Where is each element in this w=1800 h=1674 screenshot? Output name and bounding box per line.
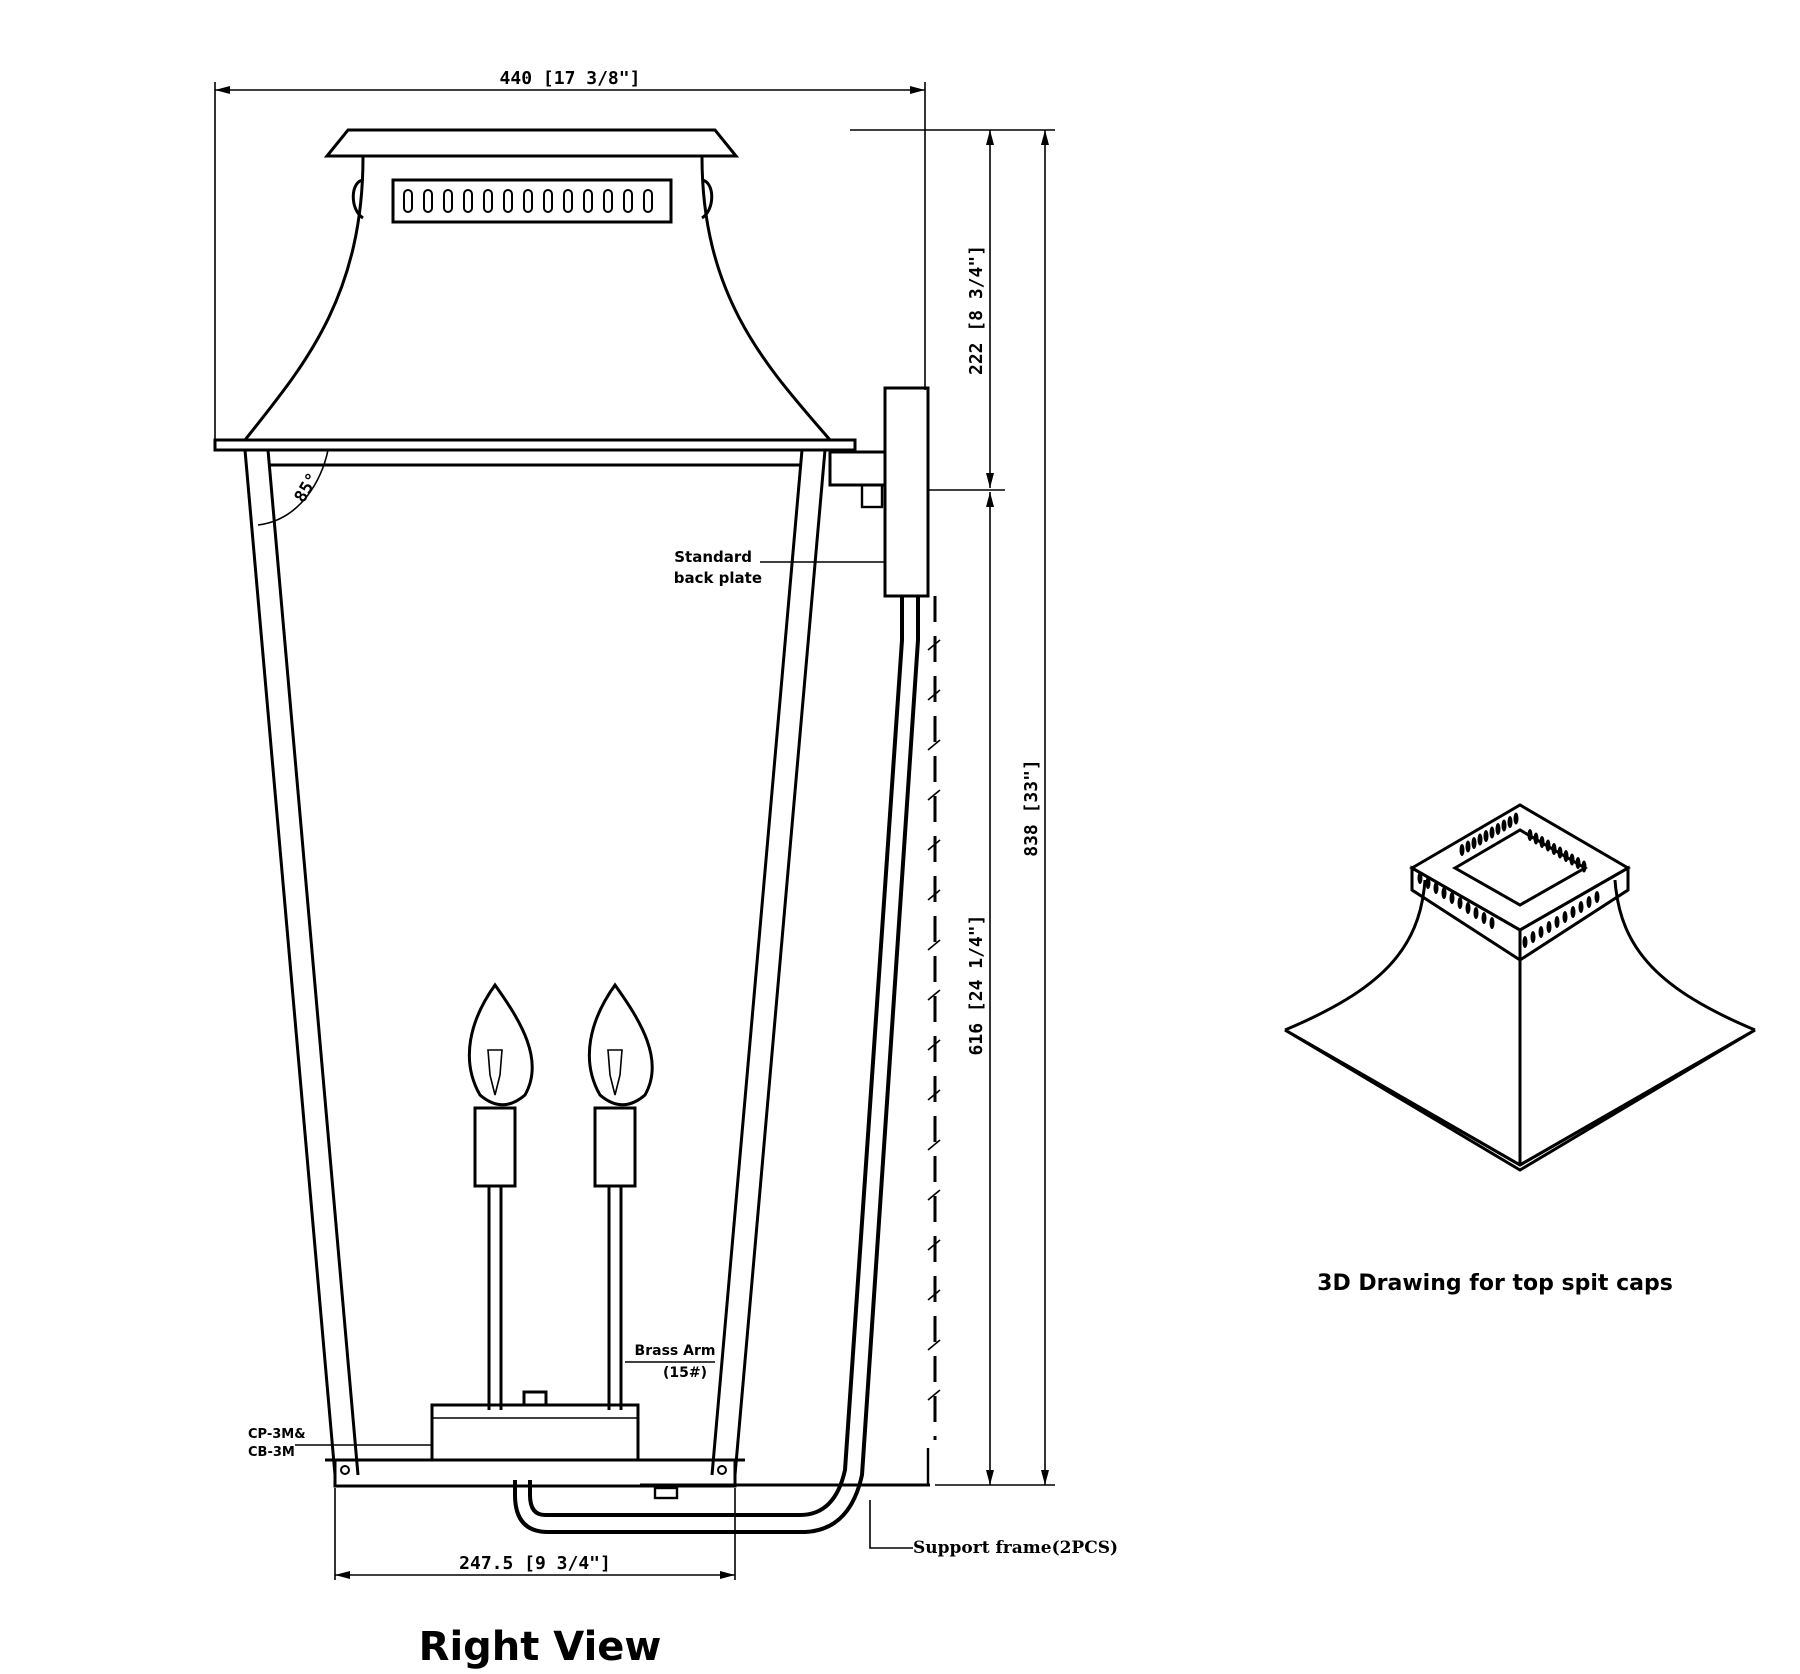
cap-slot [1507, 816, 1513, 828]
callout-cup-line2: CB-3M [248, 1445, 295, 1460]
cap-slot [1527, 829, 1533, 841]
vent-slot [543, 189, 553, 213]
lantern-body: 85° [243, 449, 827, 1488]
overall-width-dimension: 440 [17 3/8"] [214, 68, 926, 445]
callout-back-plate: Standard back plate [674, 548, 885, 587]
cap-slot [1538, 926, 1544, 938]
cap-slot [1594, 891, 1600, 903]
vent-slot [583, 189, 593, 213]
cap-slot [1562, 911, 1568, 923]
base-width-dimension: 247.5 [9 3/4"] [334, 1488, 736, 1580]
candle-cup-base [430, 1390, 640, 1462]
lantern-top-cap [213, 128, 857, 452]
cap-slot [1533, 832, 1539, 845]
cap-slot [1569, 853, 1575, 866]
angle-label: 85° [291, 470, 324, 507]
overall-width-label: 440 [17 3/8"] [500, 68, 641, 89]
cap-slot [1513, 812, 1519, 825]
callout-support-frame-label: Support frame(2PCS) [913, 1538, 1118, 1558]
support-frame [513, 596, 930, 1534]
callout-brass-arm: Brass Arm (15#) [625, 1343, 715, 1381]
cap-slot [1563, 850, 1569, 862]
vent-slot [463, 189, 473, 213]
cap-slot [1471, 837, 1477, 849]
cap-slot [1433, 882, 1439, 894]
cap-slot [1489, 826, 1495, 839]
cap-slot [1481, 912, 1487, 924]
back-plate [828, 386, 930, 598]
cap-slots [1417, 812, 1600, 948]
wall-line [926, 596, 941, 1485]
cap-slot [1425, 877, 1431, 889]
callout-brass-arm-line2: (15#) [663, 1365, 707, 1381]
top-height-label: 222 [8 3/4"] [966, 245, 987, 375]
cap-slot [1465, 902, 1471, 914]
spit-cap-3d [1284, 803, 1756, 1172]
cap-slot [1489, 917, 1495, 929]
vent-slot [623, 189, 633, 213]
vent-slot [603, 189, 613, 213]
vent-slot [403, 189, 413, 213]
cap-slot [1417, 872, 1423, 884]
callout-brass-arm-line1: Brass Arm [635, 1343, 716, 1359]
vent-slots [403, 189, 653, 213]
vent-slot [443, 189, 453, 213]
cap-slot [1483, 830, 1489, 842]
cap-slot [1495, 823, 1501, 835]
vent-slot [643, 189, 653, 213]
cap-slot [1457, 897, 1463, 909]
cap-slot [1554, 916, 1560, 928]
right-view-title: Right View [419, 1624, 662, 1670]
vent-slot [483, 189, 493, 213]
vent-slot [563, 189, 573, 213]
cap-slot [1545, 839, 1551, 852]
cap-slot [1539, 836, 1545, 848]
cap-slot [1581, 860, 1587, 873]
cap-slot [1551, 843, 1557, 855]
cap-slot [1557, 846, 1563, 859]
height-dimensions: 222 [8 3/4"] 616 [24 1/4"] 838 [33"] [850, 129, 1055, 1486]
cap-slot [1449, 892, 1455, 904]
lower-height-label: 616 [24 1/4"] [966, 915, 987, 1056]
callout-back-plate-line2: back plate [674, 569, 762, 587]
candle-right [587, 982, 654, 1410]
overall-height-label: 838 [33"] [1021, 759, 1042, 857]
callout-support-frame: Support frame(2PCS) [869, 1500, 1118, 1558]
cap-slot [1522, 936, 1528, 948]
cap-slot [1570, 906, 1576, 918]
callout-cup: CP-3M& CB-3M [248, 1427, 432, 1460]
vent-slot-panel [391, 178, 673, 224]
vent-slot [523, 189, 533, 213]
cap-slot [1530, 931, 1536, 943]
vent-slot [423, 189, 433, 213]
cap-slot [1473, 907, 1479, 919]
cap-slot [1546, 921, 1552, 933]
cap-slot [1501, 819, 1507, 832]
cap-slot [1575, 857, 1581, 869]
cap-slot [1459, 844, 1465, 856]
vent-slot [503, 189, 513, 213]
cap-slot [1441, 887, 1447, 899]
callout-cup-line1: CP-3M& [248, 1427, 306, 1442]
spit-cap-title: 3D Drawing for top spit caps [1317, 1271, 1673, 1296]
base-width-label: 247.5 [9 3/4"] [459, 1553, 611, 1574]
cap-slot [1477, 833, 1483, 846]
cap-slot [1465, 840, 1471, 853]
cap-slot [1586, 896, 1592, 908]
callout-back-plate-line1: Standard [674, 548, 752, 566]
candle-left [467, 982, 534, 1410]
cap-slot [1578, 901, 1584, 913]
